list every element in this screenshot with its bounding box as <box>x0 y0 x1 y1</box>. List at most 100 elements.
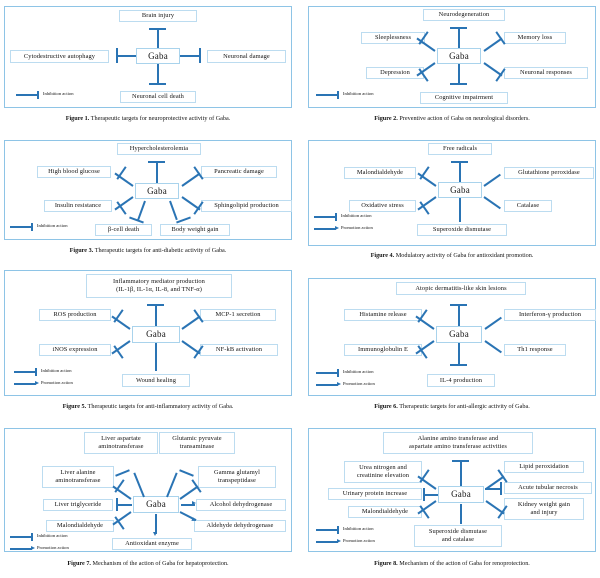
fig1-cap-bottom <box>149 83 166 85</box>
figure-5-caption-text: Therapeutic targets for anti-inflammator… <box>87 403 234 410</box>
fig6-conn-bottom <box>458 343 460 365</box>
fig3-node-pancreatic-damage: Pancreatic damage <box>201 166 277 178</box>
figure-7-number: Figure 7. <box>67 560 91 567</box>
fig3-center-gaba: Gaba <box>135 183 179 199</box>
fig1-node-brain-injury: Brain injury <box>119 10 197 22</box>
fig5-node-mcp-1-secretion: MCP-1 secretion <box>200 309 276 321</box>
fig8-cap-top <box>452 460 469 462</box>
fig6-node-atopic-dermatitis: Atopic dermatitis-like skin lesions <box>396 282 526 295</box>
figure-4-panel: Free radicals Gaba Malondialdehyde Gluta… <box>308 140 596 262</box>
inhibition-cap-icon <box>35 367 37 376</box>
figure-3-panel: Hypercholesterolemia Gaba High blood glu… <box>4 140 292 262</box>
fig7-node-antioxidant-enzyme: Antioxidant enzyme <box>112 538 192 550</box>
fig1-center-gaba: Gaba <box>136 48 180 64</box>
fig8-center-gaba: Gaba <box>438 486 484 503</box>
fig3-node-beta-cell-death: β-cell death <box>95 224 152 236</box>
fig2-node-cognitive-impairment: Cognitive impairment <box>420 92 508 104</box>
promotion-arrow-icon <box>335 225 339 230</box>
fig7-node-glutamic-pyruvate-transaminase: Glutamic pyruvate transaminase <box>159 432 235 454</box>
fig1-conn-top <box>157 28 159 48</box>
fig1-cap-left <box>116 48 118 63</box>
fig3-conn-top <box>156 161 158 183</box>
fig5-node-wound-healing: Wound healing <box>122 374 190 387</box>
fig5-node-inflammatory-mediator-production: Inflammatory mediator production (IL-1β,… <box>86 274 232 298</box>
fig1-legend-inhibition-label: Inhibition action <box>43 91 74 96</box>
fig2-node-memory-loss: Memory loss <box>504 32 566 44</box>
figure-8-number: Figure 8. <box>374 560 398 567</box>
fig4-cap-top <box>451 161 468 163</box>
fig2-node-sleeplessness: Sleeplessness <box>361 32 425 44</box>
figure-6-panel: Atopic dermatitis-like skin lesions Gaba… <box>308 278 596 418</box>
inhibition-line-icon <box>316 529 338 531</box>
fig1-node-cytodestructive-autophagy: Cytodestructive autophagy <box>10 50 109 63</box>
figure-7-caption: Figure 7. Mechanism of the action of Gab… <box>4 560 292 568</box>
fig6-conn-top <box>458 304 460 326</box>
fig7-legend-inhibition-label: Inhibition action <box>37 533 68 538</box>
promotion-line-icon <box>10 548 32 550</box>
figure-6-caption-text: Therapeutic targets for anti-allergic ac… <box>399 403 530 410</box>
figure-6-caption: Figure 6. Therapeutic targets for anti-a… <box>308 403 596 411</box>
fig4-node-malondialdehyde: Malondialdehyde <box>344 167 416 179</box>
fig1-conn-left <box>116 55 136 57</box>
fig8-node-urea-nitrogen: Urea nitrogen and creatinine elevation <box>344 461 422 483</box>
fig7-node-gamma-glutamyl-transpeptidase: Gamma glutamyl transpeptidase <box>198 466 276 488</box>
fig2-node-neurodegeneration: Neurodegeneration <box>423 9 505 21</box>
fig7-node-liver-aspartate-aminotransferase: Liver aspartate aminotransferase <box>84 432 158 454</box>
fig4-node-oxidative-stress: Oxidative stress <box>349 200 416 212</box>
inhibition-line-icon <box>316 94 338 96</box>
fig3-cap-top <box>148 161 165 163</box>
fig2-cap-bottom <box>450 83 467 85</box>
promotion-line-icon <box>316 541 338 543</box>
fig5-node-nf-kb-activation: NF-kB activation <box>200 344 278 356</box>
fig8-node-lipid-peroxidation: Lipid peroxidation <box>504 461 584 473</box>
figure-1-panel: Brain injury Gaba Cytodestructive autoph… <box>4 6 292 130</box>
inhibition-line-icon <box>314 216 336 218</box>
fig4-node-catalase: Catalase <box>504 200 552 212</box>
fig5-conn-bottom <box>155 343 157 371</box>
inhibition-cap-icon <box>337 525 339 534</box>
fig5-center-gaba: Gaba <box>132 326 180 343</box>
fig5-node-ros-production: ROS production <box>39 309 111 321</box>
promotion-arrow-icon <box>337 538 341 543</box>
figure-2-caption-text: Preventive action of Gaba on neurologica… <box>399 115 530 122</box>
fig5-legend-inhibition-label: Inhibition action <box>41 368 72 373</box>
fig7-node-alcohol-dehydrogenase: Alcohol dehydrogenase <box>196 499 286 511</box>
fig2-center-gaba: Gaba <box>437 48 481 64</box>
fig4-conn-bottom <box>459 198 461 222</box>
fig8-node-superoxide-dismutase-catalase: Superoxide dismutase and catalase <box>414 525 502 547</box>
fig5-legend-promotion-label: Promotion action <box>41 380 73 385</box>
fig2-legend-inhibition-label: Inhibition action <box>343 91 374 96</box>
fig4-conn-top <box>459 161 461 182</box>
fig8-node-alanine-aspartate-transferase: Alanine amino transferase and aspartate … <box>383 432 533 454</box>
fig4-legend-promotion-label: Promotion action <box>341 225 373 230</box>
fig7-arrow-right <box>192 501 196 505</box>
fig4-node-free-radicals: Free radicals <box>428 143 492 155</box>
inhibition-cap-icon <box>337 368 339 377</box>
fig2-conn-top <box>458 27 460 48</box>
figure-2-caption: Figure 2. Preventive action of Gaba on n… <box>308 115 596 123</box>
figure-1-number: Figure 1. <box>65 115 90 122</box>
fig8-conn-right <box>485 488 502 490</box>
figure-5-number: Figure 5. <box>62 403 87 410</box>
fig7-conn-right <box>181 504 195 506</box>
fig3-node-insulin-resistance: Insulin resistance <box>44 200 112 212</box>
fig8-conn-bottom <box>460 504 462 524</box>
fig7-conn-bottom <box>155 514 157 534</box>
fig8-node-malondialdehyde: Malondialdehyde <box>348 506 422 518</box>
fig4-node-glutathione-peroxidase: Glutathione peroxidase <box>504 167 594 179</box>
figure-6-number: Figure 6. <box>374 403 398 410</box>
figure-5-panel: Inflammatory mediator production (IL-1β,… <box>4 270 292 418</box>
inhibition-line-icon <box>316 372 338 374</box>
figure-5-caption: Figure 5. Therapeutic targets for anti-i… <box>4 403 292 411</box>
inhibition-cap-icon <box>31 532 33 541</box>
fig8-conn-top <box>460 460 462 486</box>
inhibition-cap-icon <box>337 90 339 99</box>
fig8-legend-inhibition-label: Inhibition action <box>343 526 374 531</box>
inhibition-line-icon <box>10 536 32 538</box>
inhibition-cap-icon <box>37 90 39 99</box>
fig7-node-liver-triglyceride: Liver triglyceride <box>43 499 113 511</box>
promotion-line-icon <box>316 384 338 386</box>
promotion-line-icon <box>314 228 336 230</box>
fig6-cap-bottom <box>450 364 467 366</box>
